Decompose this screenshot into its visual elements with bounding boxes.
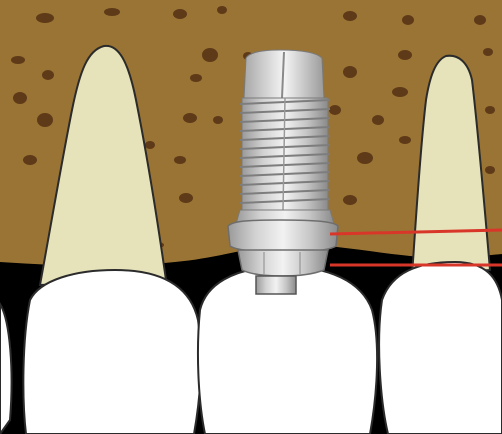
bone-spot	[217, 6, 227, 14]
abutment-screw	[256, 276, 296, 294]
bone-spot	[42, 70, 54, 80]
bone-spot	[474, 15, 486, 25]
bone-spot	[37, 113, 53, 127]
bone-spot	[36, 13, 54, 23]
bone-spot	[398, 50, 412, 60]
bone-spot	[357, 152, 373, 164]
bone-spot	[372, 115, 384, 125]
bone-spot	[145, 141, 155, 149]
bone-spot	[343, 66, 357, 78]
bone-spot	[213, 116, 223, 124]
bone-spot	[343, 11, 357, 21]
bone-spot	[202, 48, 218, 62]
implant-fixture	[236, 50, 334, 224]
bone-spot	[399, 136, 411, 144]
bone-spot	[402, 15, 414, 25]
bone-spot	[173, 9, 187, 19]
bone-spot	[483, 48, 493, 56]
bone-spot	[183, 113, 197, 123]
bone-spot	[485, 106, 495, 114]
bone-spot	[179, 193, 193, 203]
bone-spot	[190, 74, 202, 82]
bone-spot	[104, 8, 120, 16]
left-crown	[23, 270, 201, 434]
bone-spot	[174, 156, 186, 164]
bone-spot	[343, 195, 357, 205]
bone-spot	[392, 87, 408, 97]
bone-spot	[23, 155, 37, 165]
bone-spot	[485, 166, 495, 174]
bone-spot	[329, 105, 341, 115]
implant-abutment	[228, 220, 338, 276]
bone-spot	[13, 92, 27, 104]
bone-spot	[11, 56, 25, 64]
right-crown	[379, 262, 502, 434]
